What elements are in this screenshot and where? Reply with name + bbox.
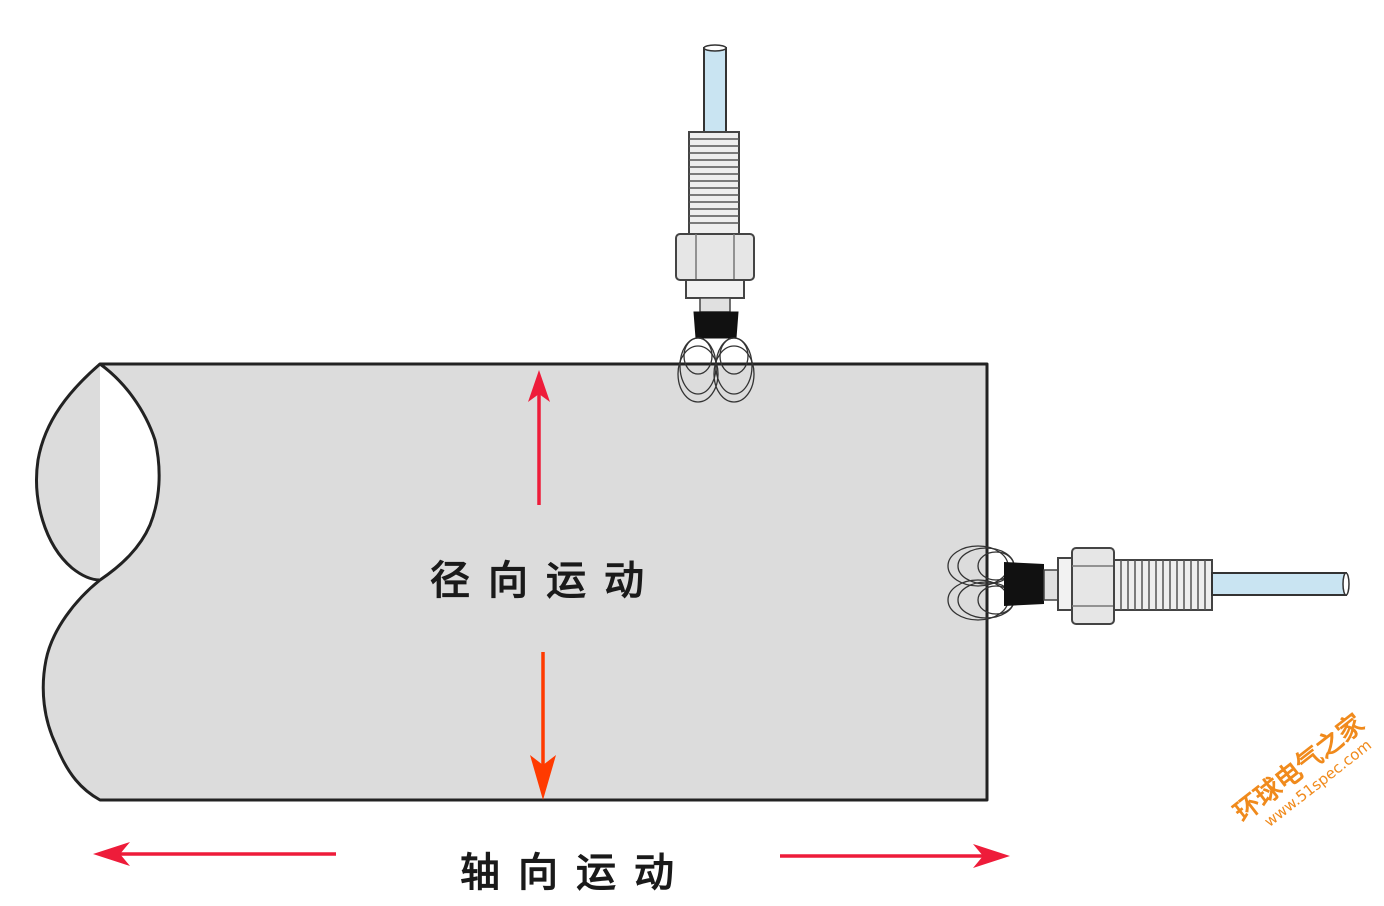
radial-arrow-up-head xyxy=(528,370,550,402)
axial-arrows xyxy=(93,842,1010,868)
axial-probe xyxy=(947,545,1350,625)
shaft-break-face xyxy=(35,362,101,582)
axial-arrow-right-head xyxy=(973,844,1010,868)
radial-arrows xyxy=(528,370,556,800)
proximity-probe-icon xyxy=(947,545,1350,625)
radial-probe xyxy=(675,44,755,403)
radial-arrow-down-head xyxy=(530,755,556,800)
radial-motion-label: 径向运动 xyxy=(430,558,662,604)
shaft-body xyxy=(41,362,989,802)
axial-motion-label: 轴向运动 xyxy=(460,850,692,896)
shaft xyxy=(35,362,989,802)
axial-arrow-left-head xyxy=(93,842,130,866)
proximity-probe-icon xyxy=(675,44,755,403)
